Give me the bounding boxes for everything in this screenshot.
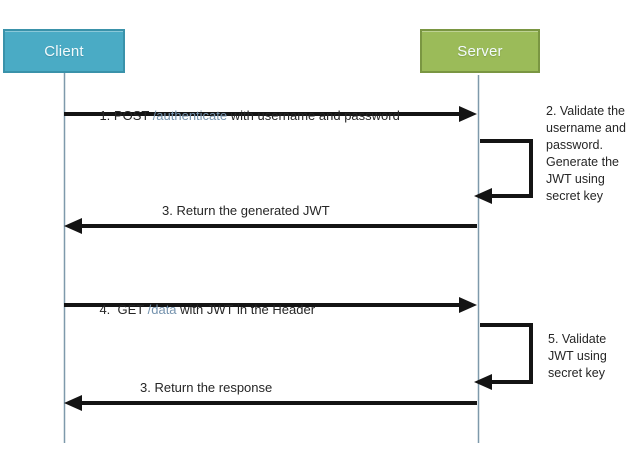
arrow-msg6-return-response [64, 395, 477, 411]
message-4-endpoint: /data [147, 302, 177, 317]
note-5-validate-jwt: 5. Validate JWT using secret key [548, 332, 607, 380]
arrow-msg3-return-jwt [64, 218, 477, 234]
note-2-validate-credentials: 2. Validate the username and password. G… [546, 104, 626, 203]
message-1-prefix: 1. POST [99, 108, 153, 123]
message-1-endpoint: /authenticate [152, 108, 228, 123]
message-4-prefix: 4. GET [99, 302, 148, 317]
message-4-label: 4. GET /data with JWT in the Header [85, 283, 315, 337]
message-1-label: 1. POST /authenticate with username and … [85, 89, 400, 143]
arrow-msg1-post-authenticate [64, 106, 477, 122]
server-actor-box: Server [420, 29, 540, 73]
message-1-suffix: with username and password [227, 108, 400, 123]
client-actor-box: Client [3, 29, 125, 73]
server-actor-label: Server [457, 42, 503, 60]
self-loop-msg2-validate-credentials [474, 139, 533, 204]
message-4-suffix: with JWT in the Header [176, 302, 316, 317]
client-actor-label: Client [44, 42, 84, 60]
arrow-msg4-get-data [64, 297, 477, 313]
self-loop-msg5-validate-jwt [474, 323, 533, 390]
message-6-label: 3. Return the response [140, 380, 273, 395]
message-3-label: 3. Return the generated JWT [162, 203, 330, 218]
